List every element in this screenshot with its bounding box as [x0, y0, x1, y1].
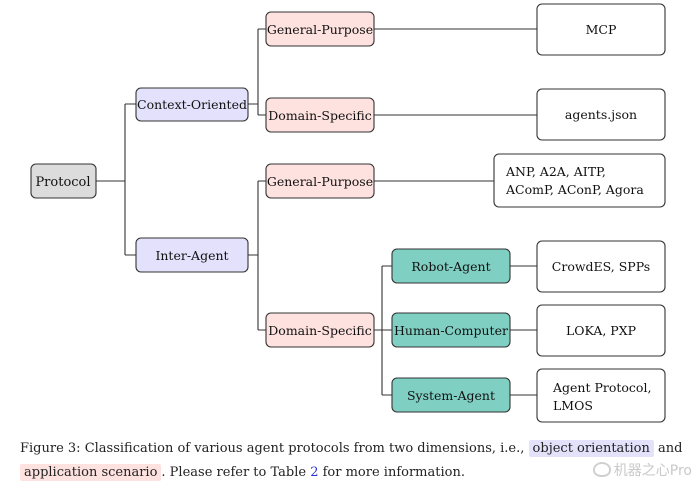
- node-inter-agent-label: Inter-Agent: [155, 248, 228, 263]
- node-inter-agent: Inter-Agent: [135, 237, 249, 273]
- protocol-tree-diagram: Protocol Context-Oriented Inter-Agent Ge…: [30, 3, 666, 423]
- node-co-domain-specific-label: Domain-Specific: [268, 108, 371, 123]
- node-human-computer: Human-Computer: [391, 312, 511, 348]
- caption-middle: . Please refer to Table: [161, 465, 307, 480]
- node-context-oriented: Context-Oriented: [135, 87, 249, 122]
- node-robot-agent-label: Robot-Agent: [411, 259, 490, 274]
- leaf-human-label: LOKA, PXP: [566, 323, 636, 338]
- caption-suffix: for more information.: [322, 465, 465, 480]
- leaf-system-line2: LMOS: [553, 398, 593, 413]
- connector-context: [248, 28, 266, 116]
- node-robot-agent: Robot-Agent: [391, 248, 511, 284]
- node-ia-general-purpose-label: General-Purpose: [267, 174, 373, 189]
- watermark: 机器之心Pro: [592, 460, 692, 480]
- leaf-robot-label: CrowdES, SPPs: [552, 259, 650, 274]
- node-context-oriented-label: Context-Oriented: [137, 97, 247, 112]
- leaf-general-line2: AComP, AConP, Agora: [505, 182, 644, 197]
- leaf-system-protocols: Agent Protocol, LMOS: [536, 368, 666, 423]
- leaf-system-line1: Agent Protocol,: [552, 380, 651, 395]
- node-human-computer-label: Human-Computer: [394, 323, 508, 338]
- node-system-agent-label: System-Agent: [407, 388, 495, 403]
- caption-prefix: Figure 3: Classification of various agen…: [20, 441, 525, 456]
- leaf-agents-json: agents.json: [536, 88, 666, 141]
- caption-highlight-object-orientation: object orientation: [528, 440, 654, 457]
- node-protocol: Protocol: [30, 163, 97, 199]
- node-co-general-purpose: General-Purpose: [265, 11, 375, 47]
- wechat-icon: [592, 462, 611, 477]
- leaf-mcp-label: MCP: [586, 22, 617, 37]
- leaf-mcp: MCP: [536, 3, 666, 56]
- leaf-general-line1: ANP, A2A, AITP,: [505, 164, 606, 179]
- connector-leaves-top: [374, 28, 537, 182]
- leaf-human-protocols: LOKA, PXP: [536, 304, 666, 357]
- connector-inter: [248, 180, 266, 331]
- connector-root: [96, 103, 136, 256]
- caption-and: and: [658, 441, 683, 456]
- caption-highlight-application-scenario: application scenario: [20, 464, 162, 481]
- node-ia-general-purpose: General-Purpose: [265, 163, 375, 199]
- watermark-text: 机器之心Pro: [613, 463, 692, 479]
- leaf-agents-json-label: agents.json: [565, 107, 637, 122]
- node-ia-domain-specific: Domain-Specific: [265, 312, 375, 348]
- connector-domain: [374, 265, 392, 396]
- caption-table-ref-link[interactable]: 2: [310, 465, 319, 480]
- node-co-general-purpose-label: General-Purpose: [267, 22, 373, 37]
- node-ia-domain-specific-label: Domain-Specific: [268, 323, 371, 338]
- figure-caption: Figure 3: Classification of various agen…: [20, 437, 692, 485]
- node-system-agent: System-Agent: [391, 377, 511, 413]
- leaf-general-purpose-protocols: ANP, A2A, AITP, AComP, AConP, Agora: [493, 153, 666, 208]
- node-protocol-label: Protocol: [35, 175, 90, 190]
- connector-leaves-bottom: [510, 265, 537, 396]
- leaf-robot-protocols: CrowdES, SPPs: [536, 240, 666, 293]
- node-co-domain-specific: Domain-Specific: [265, 97, 375, 133]
